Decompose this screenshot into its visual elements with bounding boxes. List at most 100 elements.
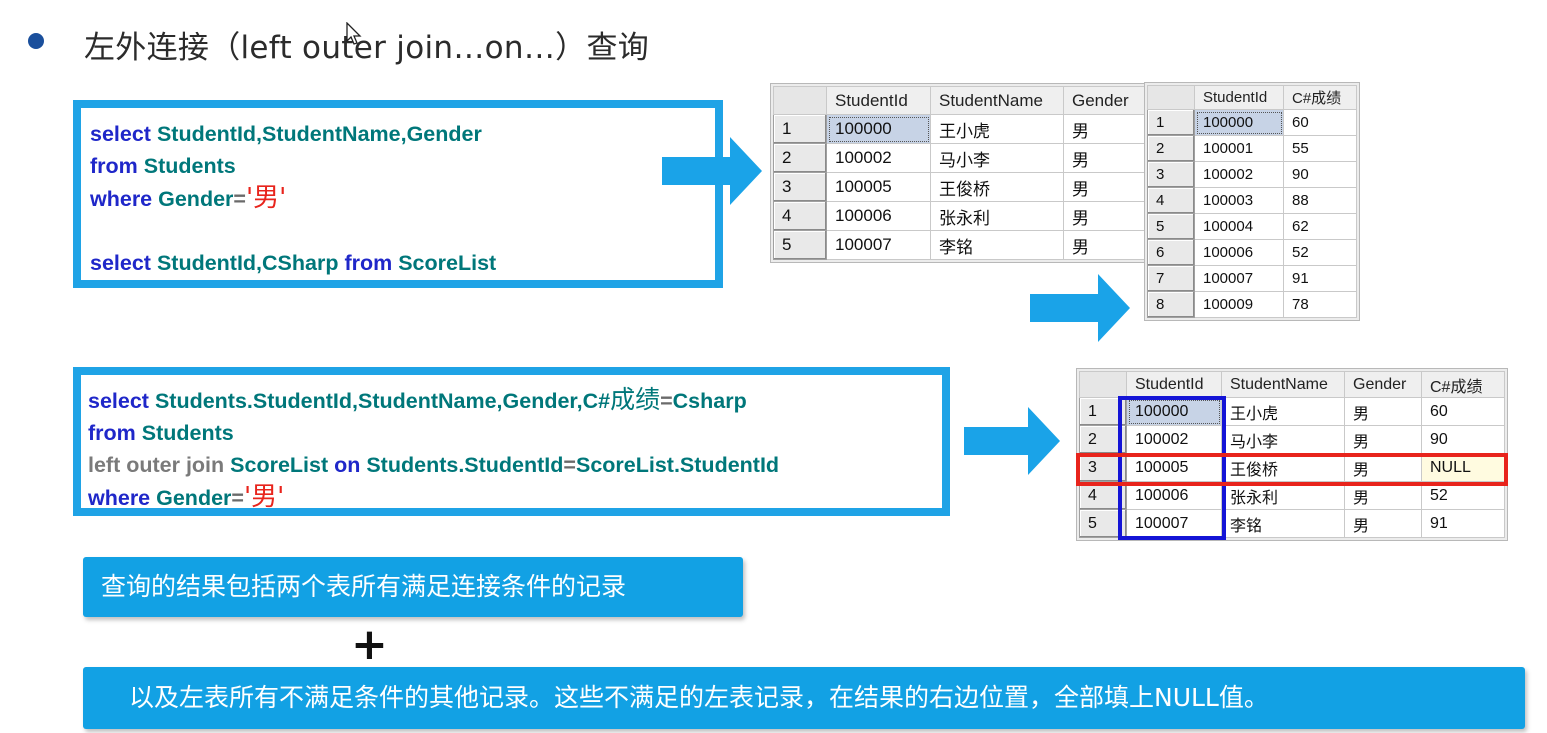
table-cell[interactable]: 100007: [1194, 265, 1284, 292]
table-cell[interactable]: 100003: [1194, 187, 1284, 214]
table-cell[interactable]: 马小李: [1221, 425, 1345, 454]
row-number[interactable]: 1: [1147, 109, 1195, 136]
row-number[interactable]: 5: [773, 230, 827, 260]
code2-line2: from Students: [88, 421, 234, 445]
table-cell[interactable]: 王小虎: [1221, 397, 1345, 426]
table-cell[interactable]: 55: [1283, 135, 1357, 162]
table-cell[interactable]: 91: [1283, 265, 1357, 292]
table-cell[interactable]: 100007: [826, 230, 931, 260]
row-number[interactable]: 4: [1147, 187, 1195, 214]
table-cell[interactable]: 男: [1344, 509, 1422, 538]
table-cell[interactable]: 100009: [1194, 291, 1284, 318]
table-cell[interactable]: 100004: [1194, 213, 1284, 240]
code2-line3: left outer join ScoreList on Students.St…: [88, 453, 780, 477]
table-cell[interactable]: 100000: [1194, 109, 1284, 136]
note-null-fill: 以及左表所有不满足条件的其他记录。这些不满足的左表记录，在结果的右边位置，全部填…: [83, 667, 1525, 729]
col-header[interactable]: StudentName: [1221, 371, 1345, 398]
table-cell[interactable]: 王俊桥: [930, 172, 1064, 202]
page-title: 左外连接（left outer join…on…）查询: [84, 30, 650, 66]
table-cell[interactable]: 100006: [1194, 239, 1284, 266]
table-cell[interactable]: 100005: [826, 172, 931, 202]
table-cell[interactable]: 88: [1283, 187, 1357, 214]
table-cell[interactable]: 男: [1344, 425, 1422, 454]
table-cell[interactable]: 100002: [1194, 161, 1284, 188]
table-cell[interactable]: 马小李: [930, 143, 1064, 173]
table-cell[interactable]: 男: [1063, 230, 1149, 260]
table-cell[interactable]: 张永利: [930, 201, 1064, 231]
code2-line4: where Gender='男': [88, 482, 285, 512]
table-cell[interactable]: 91: [1421, 509, 1505, 538]
row-number[interactable]: 2: [1147, 135, 1195, 162]
table-cell[interactable]: 男: [1063, 114, 1149, 144]
col-header[interactable]: Gender: [1344, 371, 1422, 398]
table-cell[interactable]: 王小虎: [930, 114, 1064, 144]
col-header[interactable]: StudentId: [826, 86, 931, 115]
table-cell[interactable]: 男: [1063, 143, 1149, 173]
note-matching-records: 查询的结果包括两个表所有满足连接条件的记录: [83, 557, 743, 617]
table-cell[interactable]: 52: [1283, 239, 1357, 266]
table-cell[interactable]: 60: [1421, 397, 1505, 426]
right-arrow-icon-2: [1030, 274, 1130, 342]
right-arrow-icon-3: [964, 407, 1060, 475]
table-cell[interactable]: NULL: [1421, 453, 1505, 482]
row-number[interactable]: 4: [773, 201, 827, 231]
table-cell[interactable]: 100007: [1126, 509, 1222, 538]
row-number[interactable]: 3: [773, 172, 827, 202]
table-cell[interactable]: 100006: [826, 201, 931, 231]
table-cell[interactable]: 100001: [1194, 135, 1284, 162]
table-cell[interactable]: 李铭: [930, 230, 1064, 260]
code1-line2: from Students: [90, 154, 236, 178]
col-header[interactable]: StudentId: [1126, 371, 1222, 398]
table-cell[interactable]: 100000: [1126, 397, 1222, 426]
col-header[interactable]: StudentName: [930, 86, 1064, 115]
table-cell[interactable]: 男: [1063, 172, 1149, 202]
table-cell[interactable]: 100005: [1126, 453, 1222, 482]
table-cell[interactable]: 90: [1421, 425, 1505, 454]
table-cell[interactable]: 90: [1283, 161, 1357, 188]
col-header[interactable]: C#成绩: [1421, 371, 1505, 398]
row-number[interactable]: 1: [773, 114, 827, 144]
row-number[interactable]: 2: [773, 143, 827, 173]
table-cell[interactable]: 男: [1344, 397, 1422, 426]
table-cell[interactable]: 100000: [826, 114, 931, 144]
mouse-cursor-icon: [346, 21, 364, 52]
right-arrow-icon: [662, 137, 762, 205]
row-number[interactable]: 3: [1147, 161, 1195, 188]
table-cell[interactable]: 男: [1063, 201, 1149, 231]
table-cell[interactable]: 60: [1283, 109, 1357, 136]
bullet-dot: [28, 33, 44, 49]
row-number[interactable]: 5: [1147, 213, 1195, 240]
table-cell[interactable]: 100002: [1126, 425, 1222, 454]
row-number[interactable]: 7: [1147, 265, 1195, 292]
table-cell[interactable]: 100002: [826, 143, 931, 173]
grid-corner: [1147, 85, 1195, 110]
plus-sign: +: [351, 619, 388, 670]
col-header[interactable]: Gender: [1063, 86, 1149, 115]
col-header[interactable]: StudentId: [1194, 85, 1284, 110]
table-cell[interactable]: 62: [1283, 213, 1357, 240]
col-header[interactable]: C#成绩: [1283, 85, 1357, 110]
table-cell[interactable]: 李铭: [1221, 509, 1345, 538]
table-cell[interactable]: 男: [1344, 453, 1422, 482]
table-cell[interactable]: 78: [1283, 291, 1357, 318]
row-number[interactable]: 6: [1147, 239, 1195, 266]
row-number[interactable]: 8: [1147, 291, 1195, 318]
sql-code-box-2: select Students.StudentId,StudentName,Ge…: [73, 367, 950, 516]
code2-line1: select Students.StudentId,StudentName,Ge…: [88, 385, 747, 414]
